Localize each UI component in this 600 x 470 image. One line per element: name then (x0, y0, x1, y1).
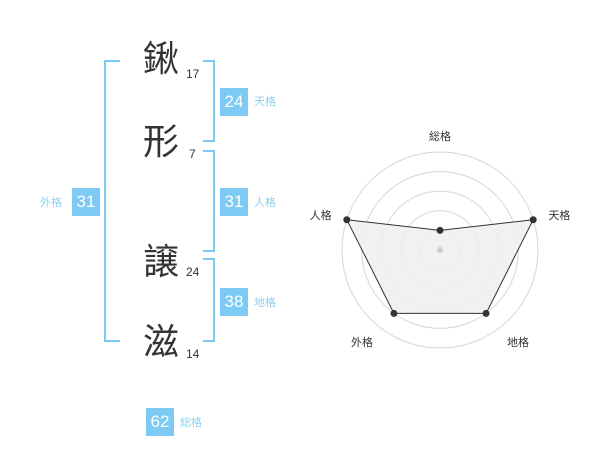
gaikaku-label: 外格 (40, 196, 62, 209)
soukaku-number: 62 (146, 408, 174, 436)
name-char-3: 譲 (142, 242, 179, 283)
jinkaku-label: 人格 (254, 196, 276, 209)
stroke-count-1: 17 (186, 67, 200, 81)
tenkaku-label: 天格 (254, 95, 276, 108)
radar-axis-label-4: 外格 (351, 335, 373, 349)
stroke-count-4: 14 (186, 347, 200, 361)
name-char-4: 滋 (142, 322, 179, 363)
radar-center-dot (437, 247, 443, 253)
chikaku-number: 38 (220, 288, 248, 316)
radar-point-3 (482, 309, 490, 317)
radar-data-polygon (345, 219, 535, 314)
tenkaku-number: 24 (220, 88, 248, 116)
radar-point-2 (529, 216, 537, 224)
gaikaku-number: 31 (72, 188, 100, 216)
radar-point-5 (343, 216, 351, 224)
radar-axis-label-2: 天格 (548, 208, 570, 222)
radar-axis-label-1: 総格 (429, 129, 451, 143)
name-char-1: 鍬 (142, 39, 179, 80)
chikaku-bracket (203, 258, 215, 342)
stroke-count-3: 24 (186, 265, 200, 279)
radar-ring-5 (341, 151, 539, 349)
tenkaku-bracket (203, 60, 215, 142)
radar-point-1 (436, 226, 444, 234)
name-char-2: 形 (142, 122, 179, 163)
soukaku-label: 総格 (180, 416, 202, 429)
gaikaku-bracket (104, 60, 120, 342)
radar-axis-label-5: 人格 (310, 208, 332, 222)
chikaku-label: 地格 (254, 296, 276, 309)
radar-axis-label-3: 地格 (507, 335, 529, 349)
stroke-count-2: 7 (189, 147, 196, 161)
jinkaku-bracket (203, 150, 215, 252)
radar-point-4 (390, 309, 398, 317)
jinkaku-number: 31 (220, 188, 248, 216)
